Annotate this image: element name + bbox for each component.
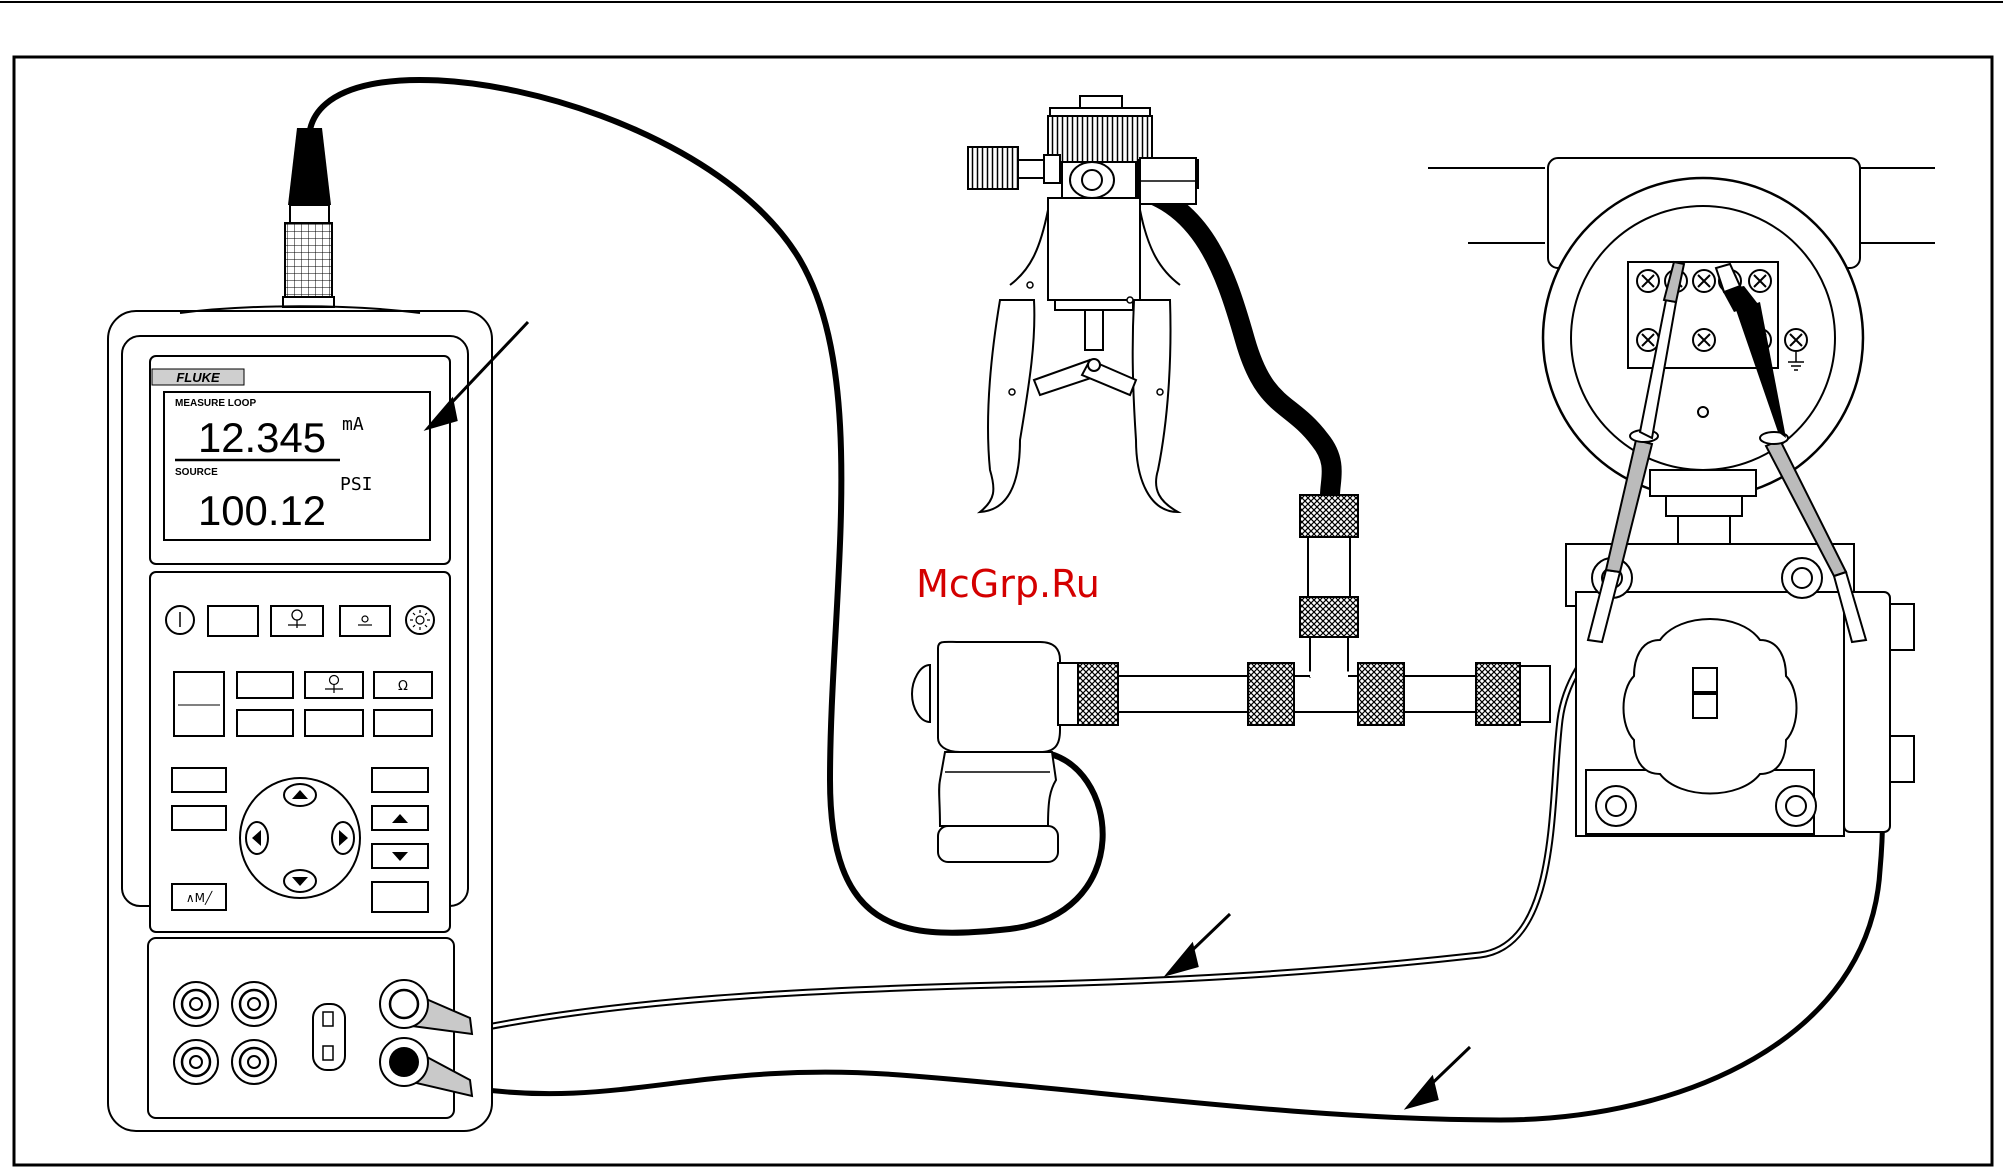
- ohm-label: Ω: [398, 679, 408, 694]
- key-6[interactable]: [172, 768, 226, 792]
- source-label: SOURCE: [175, 467, 218, 478]
- key-1[interactable]: [208, 606, 258, 636]
- callout-arrow-icon: [1168, 914, 1230, 974]
- callout-arrow-icon: [1408, 1047, 1470, 1107]
- measure-value: 12.345: [198, 414, 326, 461]
- source-unit: PSI: [340, 474, 373, 495]
- ramp-label: ∧M╱: [186, 890, 213, 905]
- key-2[interactable]: [237, 672, 293, 698]
- source-value: 100.12: [198, 487, 326, 534]
- pressure-connector: [288, 128, 331, 205]
- measure-unit: mA: [342, 414, 364, 435]
- pressure-transmitter: [1428, 158, 1935, 836]
- key-9[interactable]: [372, 882, 428, 912]
- key-zero[interactable]: [340, 606, 390, 636]
- key-4[interactable]: [305, 710, 363, 736]
- hand-pressure-pump: [968, 96, 1198, 512]
- watermark: McGrp.Ru: [916, 562, 1100, 606]
- key-8[interactable]: [372, 768, 428, 792]
- pump-handle-right: [1133, 300, 1178, 512]
- key-large[interactable]: [174, 672, 224, 736]
- pressure-manifold: [1060, 495, 1550, 725]
- key-7[interactable]: [172, 806, 226, 830]
- measure-label: MEASURE LOOP: [175, 398, 256, 409]
- pump-handle-left: [980, 300, 1034, 512]
- fluke-calibrator: FLUKE MEASURE LOOP 12.345 mA SOURCE 100.…: [108, 128, 492, 1131]
- key-3[interactable]: [237, 710, 293, 736]
- brand-logo: FLUKE: [176, 370, 220, 385]
- key-5[interactable]: [374, 710, 432, 736]
